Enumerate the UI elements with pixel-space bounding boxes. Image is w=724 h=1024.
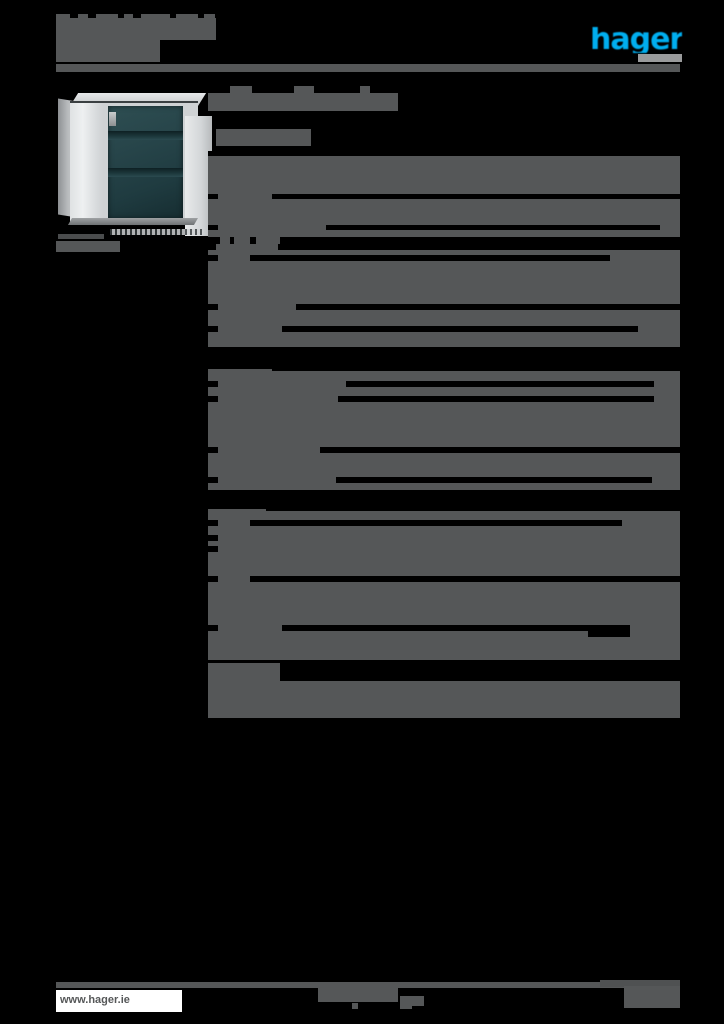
row-gap — [326, 225, 660, 230]
spec-table-section-3 — [208, 500, 680, 660]
page-title — [208, 93, 398, 111]
title-fragment — [96, 14, 118, 20]
footer-center-text — [318, 988, 398, 1002]
title-fragment — [176, 14, 198, 20]
page-subtitle — [216, 129, 311, 146]
row-gap — [208, 447, 218, 453]
title-line-1 — [56, 18, 216, 40]
spec-table-section-2 — [208, 362, 680, 490]
row-gap — [208, 326, 218, 332]
product-caption-redacted — [56, 241, 120, 252]
row-gap — [346, 381, 654, 387]
row-gap — [208, 576, 218, 582]
row-gap — [272, 194, 680, 199]
title-fragment — [56, 14, 70, 20]
row-gap — [296, 304, 680, 310]
page-title-fragment — [360, 86, 370, 93]
hager-logotype: hager — [590, 27, 682, 53]
product-image — [56, 88, 212, 236]
row-gap — [250, 576, 680, 582]
footer-website[interactable]: www.hager.ie — [56, 990, 182, 1012]
title-fragment — [78, 14, 88, 20]
row-gap — [280, 666, 680, 681]
row-gap — [336, 477, 652, 483]
page-title-fragment — [294, 86, 314, 93]
title-fragment — [141, 14, 170, 20]
enclosure-body — [70, 101, 212, 236]
row-gap — [282, 625, 630, 631]
row-gap — [208, 535, 218, 541]
row-gap — [250, 520, 622, 526]
row-gap — [320, 447, 680, 453]
row-gap — [282, 326, 638, 332]
enclosure-right-panel — [185, 116, 212, 236]
row-gap — [250, 237, 256, 244]
row-gap — [208, 194, 218, 199]
row-gap — [230, 237, 234, 244]
door-row-divider — [108, 131, 183, 140]
door-hinge — [109, 112, 116, 126]
row-gap — [208, 225, 218, 230]
title-line-2 — [56, 40, 160, 62]
row-gap — [208, 625, 218, 631]
row-gap — [208, 237, 220, 244]
enclosure-vents — [110, 229, 202, 235]
row-gap — [266, 500, 680, 511]
footer-page-fragment — [600, 980, 680, 987]
row-gap — [208, 244, 216, 250]
title-fragment — [204, 14, 215, 20]
enclosure-base — [67, 218, 198, 225]
row-gap — [278, 244, 680, 250]
section-4-heading — [208, 663, 280, 679]
row-gap — [250, 255, 610, 261]
page-title-fragment — [230, 86, 252, 93]
row-gap — [272, 362, 680, 371]
header-divider — [56, 64, 680, 72]
footer-divider — [56, 982, 680, 988]
row-gap — [338, 396, 654, 402]
row-gap — [588, 631, 630, 637]
row-gap — [208, 477, 218, 483]
footer-page-number — [624, 986, 680, 1008]
enclosure-door — [108, 106, 200, 219]
row-gap — [208, 396, 218, 402]
row-gap — [208, 381, 218, 387]
logo-underline — [638, 54, 682, 62]
row-gap — [208, 304, 218, 310]
spec-table-section-4 — [208, 666, 680, 718]
product-caption-fragment — [58, 234, 104, 239]
footer-website-label: www.hager.ie — [60, 994, 130, 1006]
row-gap — [208, 546, 218, 552]
footer-center-text — [400, 996, 424, 1006]
row-gap — [208, 520, 218, 526]
title-fragment — [124, 14, 133, 20]
footer-center-text — [352, 1003, 358, 1009]
row-gap — [266, 151, 680, 156]
hager-logo: hager — [590, 27, 682, 53]
footer-center-text — [400, 1003, 412, 1009]
row-gap — [208, 255, 218, 261]
door-row-divider — [108, 168, 183, 177]
page-header: hager — [0, 0, 724, 80]
spec-table-section-1 — [208, 151, 680, 347]
row-gap — [280, 237, 680, 244]
